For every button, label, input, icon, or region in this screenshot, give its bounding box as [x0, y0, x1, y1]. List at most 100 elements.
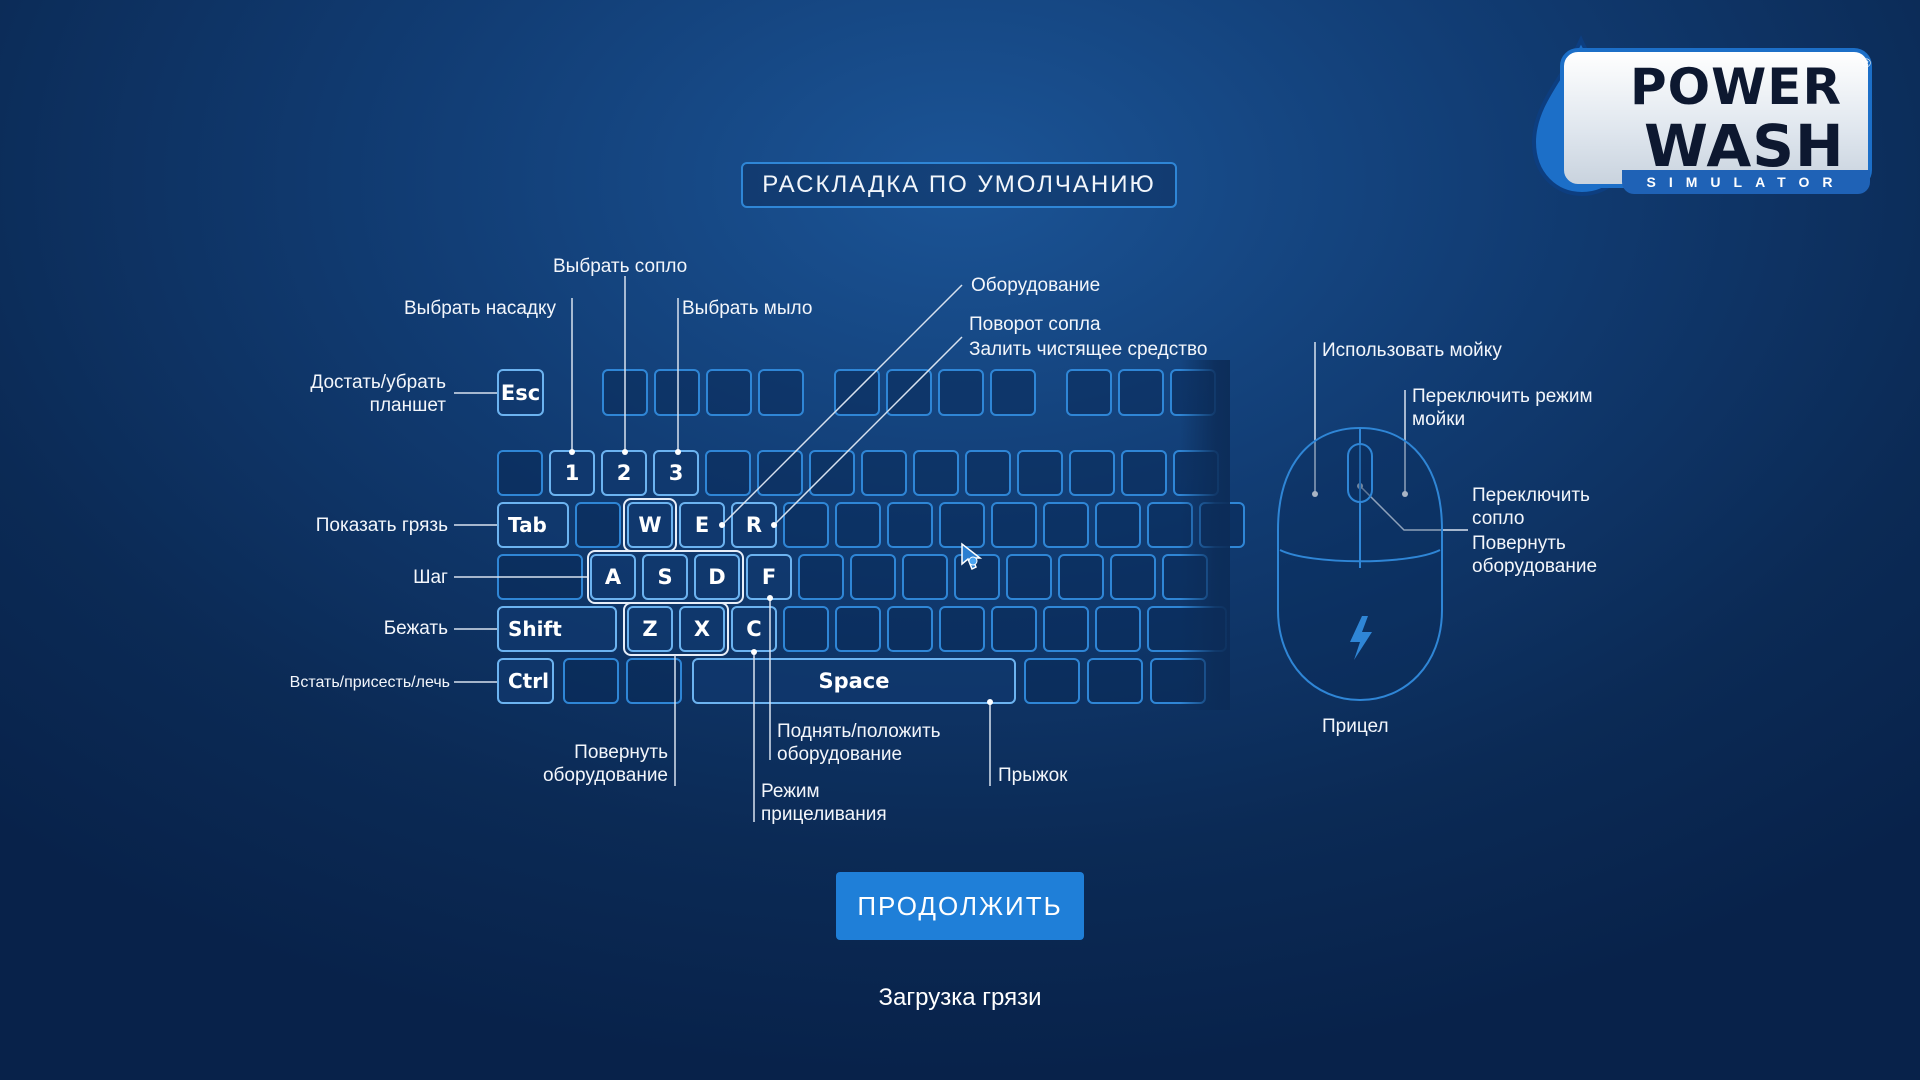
key-blank — [706, 369, 752, 416]
key-blank — [834, 369, 880, 416]
key-blank — [1017, 450, 1063, 496]
power-wash-logo: POWER WASH SIMULATOR ® — [1526, 34, 1882, 204]
key-blank — [902, 554, 948, 600]
label-rotate-equipment-line2: оборудование — [542, 765, 668, 786]
label-switch-nozzle-line1: Переключить — [1472, 485, 1590, 506]
key-blank — [1058, 554, 1104, 600]
label-jump: Прыжок — [998, 765, 1068, 786]
key-blank — [1121, 450, 1167, 496]
key-blank — [497, 450, 543, 496]
label-aim-mode: Режим прицеливания — [761, 780, 887, 826]
key-blank — [991, 502, 1037, 548]
key-blank — [798, 554, 844, 600]
label-rotate-equipment-kb: Повернуть оборудование — [520, 741, 668, 787]
logo-power-text: POWER — [1630, 58, 1842, 116]
label-use-washer: Использовать мойку — [1322, 340, 1502, 361]
key-e: E — [679, 502, 725, 548]
key-blank — [1087, 658, 1143, 704]
label-aim-mode-line1: Режим — [761, 781, 820, 802]
key-esc: Esc — [497, 369, 544, 416]
key-blank — [1069, 450, 1115, 496]
layout-title: РАСКЛАДКА ПО УМОЛЧАНИЮ — [741, 162, 1177, 208]
label-run: Бежать — [383, 618, 448, 639]
key-blank — [990, 369, 1036, 416]
key-blank — [1043, 502, 1089, 548]
label-aim: Прицел — [1322, 716, 1389, 737]
key-a: A — [590, 554, 636, 600]
label-equipment: Оборудование — [971, 275, 1101, 296]
label-pickup-line2: оборудование — [777, 744, 903, 765]
key-blank — [1095, 606, 1141, 652]
label-walk: Шаг — [413, 567, 448, 588]
key-blank — [809, 450, 855, 496]
key-blank — [938, 369, 984, 416]
label-aim-mode-line2: прицеливания — [761, 804, 887, 825]
key-blank — [887, 606, 933, 652]
key-d: D — [694, 554, 740, 600]
key-shift: Shift — [497, 606, 617, 652]
label-fill-cleaner: Залить чистящее средство — [969, 339, 1208, 360]
key-blank — [575, 502, 621, 548]
key-blank — [835, 606, 881, 652]
label-tablet: Достать/убрать планшет — [298, 371, 446, 417]
keyboard-fade — [1180, 360, 1230, 710]
label-rotate-equipment-mouse-line1: Повернуть — [1472, 533, 1566, 554]
key-space: Space — [692, 658, 1016, 704]
key-blank — [1095, 502, 1141, 548]
key-blank — [850, 554, 896, 600]
key-blank — [626, 658, 682, 704]
label-switch-nozzle: Переключить сопло — [1472, 484, 1590, 530]
key-3: 3 — [653, 450, 699, 496]
key-blank — [1024, 658, 1080, 704]
key-blank — [654, 369, 700, 416]
label-pickup-equipment: Поднять/положить оборудование — [777, 720, 941, 766]
label-rotate-equipment-mouse: Повернуть оборудование — [1472, 532, 1597, 578]
key-blank — [783, 606, 829, 652]
logo-simulator-text: SIMULATOR — [1622, 170, 1870, 194]
label-select-attachment: Выбрать насадку — [404, 298, 557, 319]
key-blank — [1110, 554, 1156, 600]
key-z: Z — [627, 606, 673, 652]
key-blank — [1006, 554, 1052, 600]
label-switch-mode-line2: мойки — [1412, 409, 1466, 430]
key-blank — [758, 369, 804, 416]
label-switch-mode: Переключить режим мойки — [1412, 385, 1593, 431]
key-blank — [991, 606, 1037, 652]
label-tablet-line2: планшет — [369, 395, 446, 416]
key-blank — [783, 502, 829, 548]
label-pickup-line1: Поднять/положить — [777, 721, 941, 742]
zx-group-outline — [623, 602, 729, 656]
label-rotate-equipment-line1: Повернуть — [574, 742, 668, 763]
logo-registered-mark: ® — [1862, 56, 1871, 70]
key-blank — [965, 450, 1011, 496]
key-blank — [939, 606, 985, 652]
mouse-diagram — [1277, 426, 1443, 702]
mouse-cursor-icon — [961, 542, 983, 571]
label-rotate-equipment-mouse-line2: оборудование — [1472, 556, 1598, 577]
key-tab: Tab — [497, 502, 569, 548]
key-blank — [1066, 369, 1112, 416]
label-show-dirt: Показать грязь — [315, 515, 448, 536]
key-blank — [835, 502, 881, 548]
key-blank — [1043, 606, 1089, 652]
key-blank — [861, 450, 907, 496]
continue-button[interactable]: ПРОДОЛЖИТЬ — [836, 872, 1084, 940]
key-blank — [563, 658, 619, 704]
key-blank — [757, 450, 803, 496]
label-tablet-line1: Достать/убрать — [310, 372, 446, 393]
label-stand-crouch-prone: Встать/присесть/лечь — [289, 674, 450, 691]
key-s: S — [642, 554, 688, 600]
label-select-nozzle: Выбрать сопло — [553, 256, 688, 277]
label-rotate-nozzle: Поворот сопла — [969, 314, 1101, 335]
label-select-soap: Выбрать мыло — [682, 298, 813, 319]
key-ctrl: Ctrl — [497, 658, 554, 704]
logo-wash-text: WASH — [1644, 112, 1845, 180]
loading-status-text: Загрузка грязи — [878, 984, 1042, 1011]
label-switch-mode-line1: Переключить режим — [1412, 386, 1593, 407]
key-blank — [1118, 369, 1164, 416]
key-w: W — [627, 502, 673, 548]
key-blank — [887, 502, 933, 548]
label-switch-nozzle-line2: сопло — [1472, 508, 1525, 529]
key-blank — [886, 369, 932, 416]
